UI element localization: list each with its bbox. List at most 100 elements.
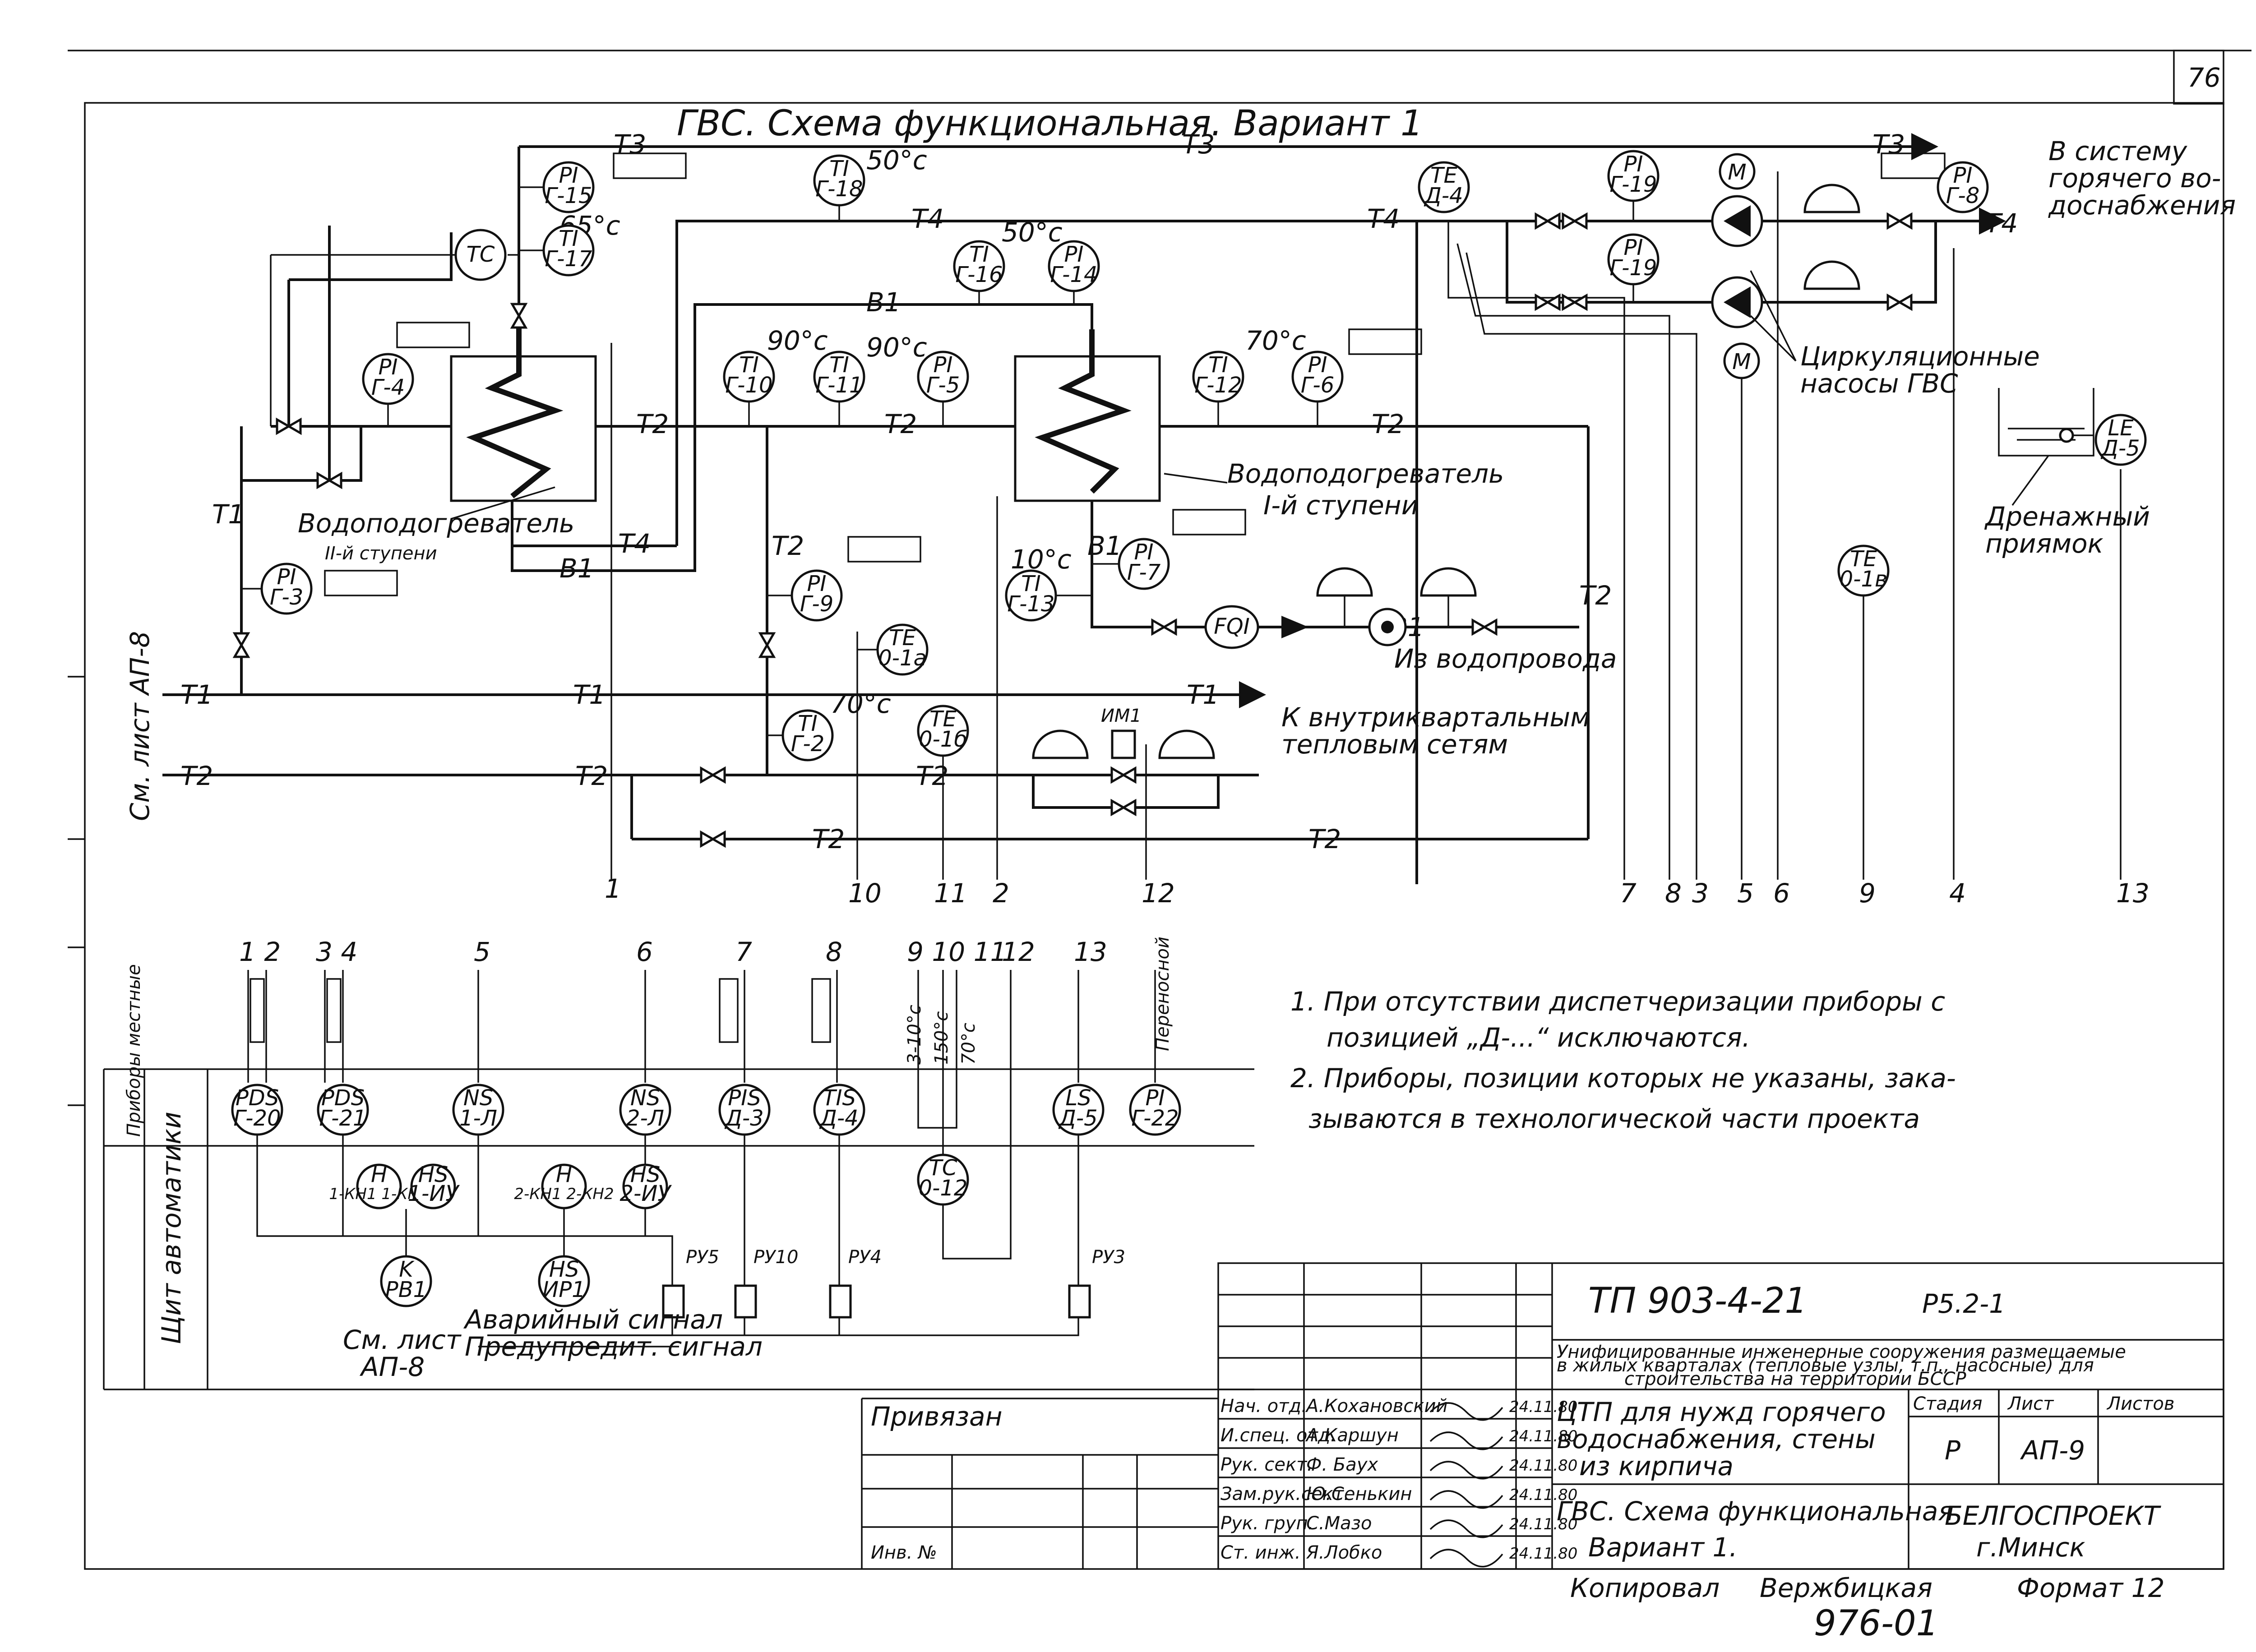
svg-text:T1: T1 bbox=[573, 679, 606, 710]
svg-text:TI: TI bbox=[969, 242, 989, 267]
regulators: ИМ1 bbox=[1032, 184, 1860, 759]
svg-text:24.11.80: 24.11.80 bbox=[1509, 1457, 1577, 1475]
footer: Копировал Вержбицкая Формат 12 976-01 bbox=[1570, 1573, 2165, 1644]
heater2-stage: II-й ступени bbox=[325, 543, 437, 564]
svg-text:LS: LS bbox=[1065, 1085, 1091, 1111]
svg-text:TI: TI bbox=[1208, 352, 1228, 378]
svg-text:0-1в: 0-1в bbox=[1840, 567, 1888, 592]
svg-text:PI: PI bbox=[1623, 152, 1643, 177]
instrument-pi-g4: PIГ-4 bbox=[362, 353, 414, 426]
svg-text:TI: TI bbox=[1021, 571, 1040, 596]
svg-text:TI: TI bbox=[798, 711, 817, 736]
svg-text:HS: HS bbox=[549, 1257, 579, 1282]
svg-text:NS: NS bbox=[463, 1085, 493, 1111]
svg-text:T4: T4 bbox=[1367, 203, 1400, 234]
svg-text:ЦТП для нужд горячего: ЦТП для нужд горячего bbox=[1557, 1397, 1886, 1427]
instrument-pi-g19b: PIГ-19 bbox=[1607, 233, 1660, 302]
svg-text:РУ4: РУ4 bbox=[848, 1247, 882, 1268]
svg-text:T2: T2 bbox=[1308, 824, 1341, 854]
svg-text:B1: B1 bbox=[559, 553, 594, 584]
svg-text:FQI: FQI bbox=[1214, 614, 1250, 639]
svg-text:1-Л: 1-Л bbox=[459, 1106, 497, 1131]
svg-text:T2: T2 bbox=[916, 761, 948, 791]
svg-text:TI: TI bbox=[829, 352, 849, 378]
pipe-labels: T3 T3 T3 T4 T4 T4 T4 B1 B1 B1 B1 T2 T2 T… bbox=[180, 129, 2018, 854]
actuator-label: ИМ1 bbox=[1101, 706, 1142, 726]
instrument-tc: TC bbox=[270, 229, 519, 426]
svg-text:Рук. груп.: Рук. груп. bbox=[1220, 1513, 1313, 1534]
svg-text:PI: PI bbox=[1623, 235, 1643, 260]
svg-text:TC: TC bbox=[929, 1155, 957, 1181]
svg-text:T1: T1 bbox=[180, 679, 213, 710]
svg-text:976-01: 976-01 bbox=[1814, 1603, 1938, 1644]
instrument-ti-g11: TIГ-11 bbox=[813, 351, 865, 426]
drain-pit: Дренажный приямок bbox=[1984, 388, 2150, 559]
svg-text:PI: PI bbox=[807, 571, 826, 596]
instrument-te-d4: TEД-4 bbox=[1418, 161, 1470, 213]
notes: 1. При отсутствии диспетчеризации прибор… bbox=[1290, 986, 1956, 1134]
heater-stage-1 bbox=[1014, 329, 1161, 502]
pumps-label: Циркуляционные bbox=[1800, 341, 2040, 372]
svg-text:г.Минск: г.Минск bbox=[1976, 1532, 2085, 1563]
svg-text:50°c: 50°c bbox=[866, 145, 927, 175]
svg-text:2-Л: 2-Л bbox=[626, 1106, 664, 1131]
svg-text:24.11.80: 24.11.80 bbox=[1509, 1545, 1577, 1563]
svg-text:T2: T2 bbox=[772, 531, 804, 561]
svg-text:13: 13 bbox=[1074, 937, 1107, 967]
svg-text:Г-8: Г-8 bbox=[1946, 183, 1980, 208]
svg-text:PI: PI bbox=[277, 564, 296, 590]
svg-text:ИР1: ИР1 bbox=[542, 1277, 585, 1302]
svg-text:T3: T3 bbox=[614, 129, 646, 160]
destinations: В систему горячего во- доснабжения Из во… bbox=[125, 136, 2236, 821]
instrument-pi-g7: PIГ-7 bbox=[1092, 538, 1170, 590]
instrument-ti-g18: TIГ-18 bbox=[813, 154, 865, 221]
svg-text:Г-5: Г-5 bbox=[926, 373, 960, 398]
local-ns-2l: NS2-Л bbox=[619, 1084, 671, 1136]
instrument-ti-g10: TIГ-10 bbox=[723, 351, 775, 426]
heater1-label: Водоподогреватель bbox=[1227, 458, 1504, 489]
title-block: Привязан Инв. № ТП 903-4-21 Р5.2-1 Унифи… bbox=[861, 1262, 2224, 1570]
svg-text:И.спец. отд.: И.спец. отд. bbox=[1220, 1425, 1336, 1446]
svg-text:строительства на территории БС: строительства на территории БССР bbox=[1624, 1369, 1967, 1389]
svg-text:Г-9: Г-9 bbox=[800, 591, 834, 617]
svg-text:3-10°с: 3-10°с bbox=[904, 1005, 925, 1065]
svg-text:70°с: 70°с bbox=[958, 1023, 979, 1065]
svg-text:Ст. инж.: Ст. инж. bbox=[1220, 1542, 1301, 1563]
svg-text:24.11.80: 24.11.80 bbox=[1509, 1398, 1577, 1416]
instrument-ti-g12: TIГ-12 bbox=[1192, 351, 1244, 426]
svg-text:PI: PI bbox=[1134, 540, 1153, 565]
svg-text:11: 11 bbox=[934, 878, 967, 909]
svg-text:Унифицированные инженерные соо: Унифицированные инженерные сооружения ра… bbox=[1557, 1342, 2126, 1362]
svg-text:T2: T2 bbox=[636, 409, 669, 439]
svg-text:См. лист: См. лист bbox=[343, 1324, 462, 1355]
drawing-frame bbox=[84, 102, 2224, 1570]
svg-text:TC: TC bbox=[467, 242, 495, 267]
svg-text:90°c: 90°c bbox=[767, 325, 828, 356]
svg-text:50°c: 50°c bbox=[1002, 217, 1063, 248]
instrument-pi-g6: PIГ-6 bbox=[1291, 351, 1344, 426]
svg-text:Г-6: Г-6 bbox=[1301, 373, 1335, 398]
instrument-pi-g15: PIГ-15 bbox=[519, 161, 595, 213]
svg-text:Из водопровода: Из водопровода bbox=[1394, 643, 1617, 674]
svg-text:T3: T3 bbox=[1872, 129, 1905, 160]
svg-text:T4: T4 bbox=[1985, 208, 2018, 239]
svg-text:К внутриквартальным: К внутриквартальным bbox=[1281, 702, 1590, 733]
svg-text:Д-4: Д-4 bbox=[1424, 183, 1463, 208]
svg-text:3: 3 bbox=[1692, 878, 1709, 909]
svg-text:1-ИУ: 1-ИУ bbox=[407, 1181, 460, 1206]
svg-text:H: H bbox=[371, 1162, 387, 1187]
svg-text:LE: LE bbox=[2108, 415, 2134, 441]
drain-label-2: приямок bbox=[1985, 528, 2103, 559]
svg-text:2. Приборы, позиции которых не: 2. Приборы, позиции которых не указаны, … bbox=[1290, 1063, 1956, 1094]
svg-text:Стадия: Стадия bbox=[1913, 1394, 1982, 1414]
instrument-le-d5: LEД-5 bbox=[2073, 414, 2147, 466]
svg-text:Г-19: Г-19 bbox=[1609, 172, 1657, 197]
svg-text:А.Каршун: А.Каршун bbox=[1305, 1425, 1399, 1446]
svg-text:РУ5: РУ5 bbox=[686, 1247, 719, 1268]
svg-text:70°c: 70°c bbox=[1245, 325, 1306, 356]
svg-text:Листов: Листов bbox=[2106, 1394, 2174, 1414]
svg-text:ТП 903-4-21: ТП 903-4-21 bbox=[1588, 1281, 1807, 1321]
svg-text:0-1б: 0-1б bbox=[919, 727, 967, 752]
